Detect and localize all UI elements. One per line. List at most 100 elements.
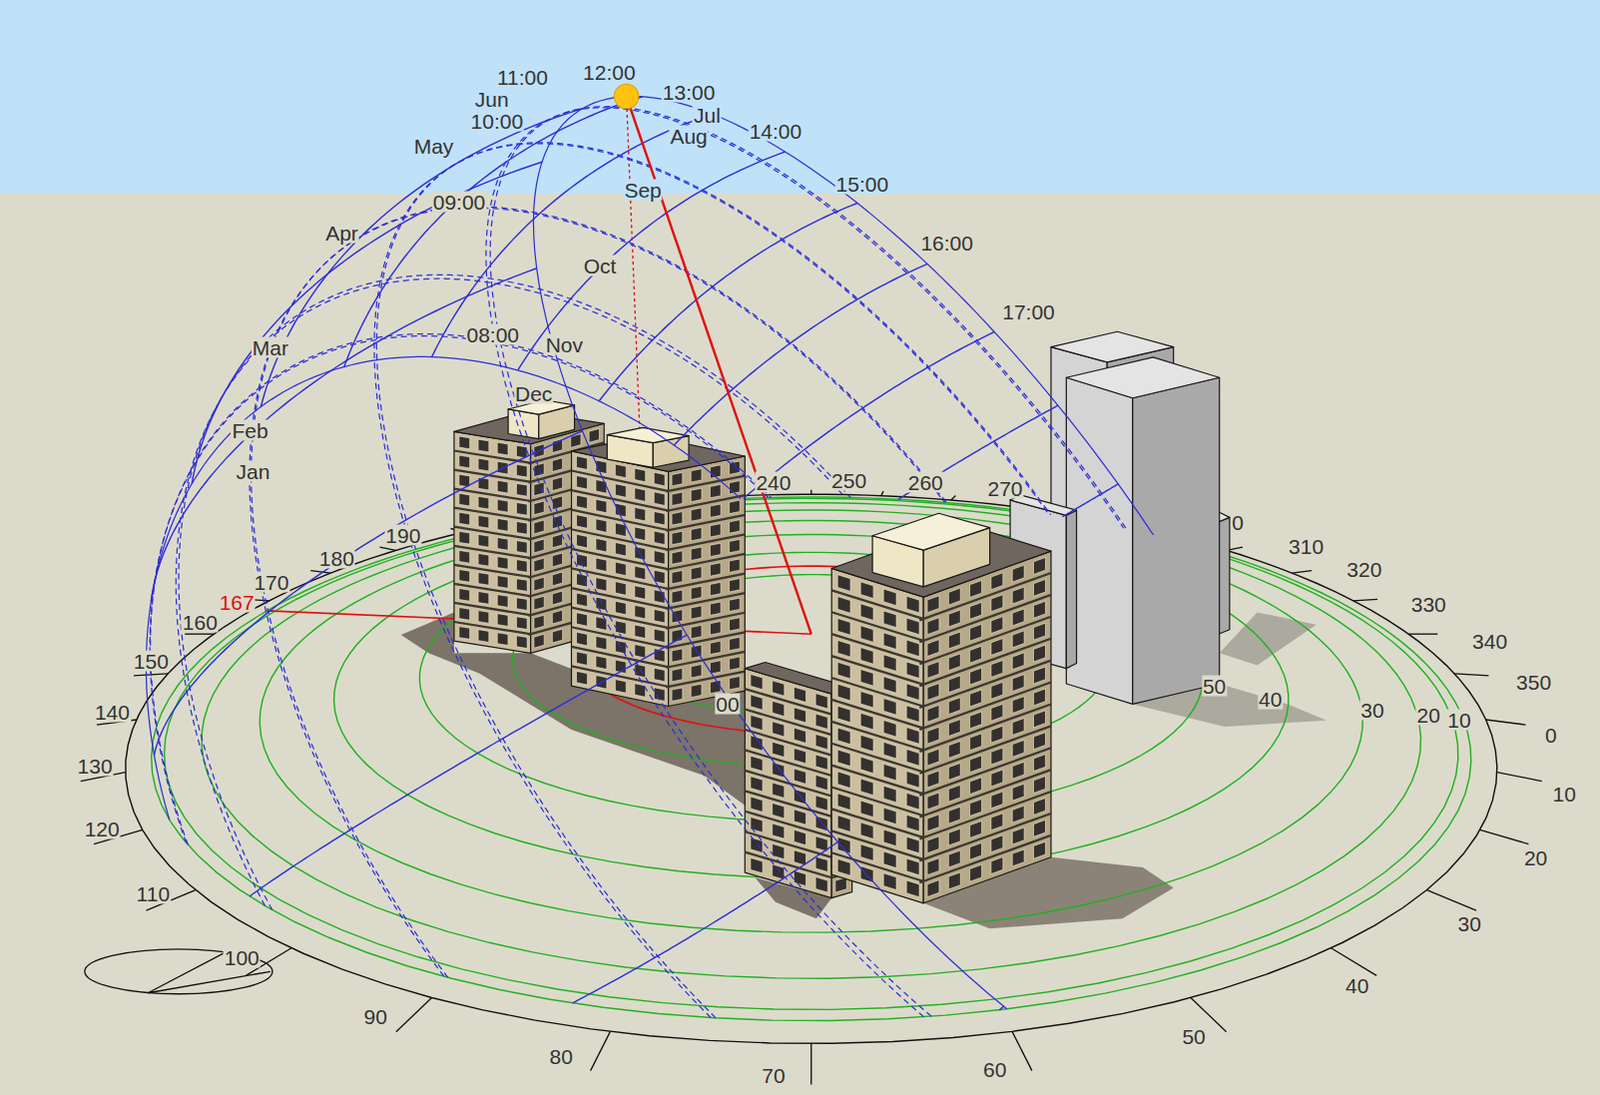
window — [837, 683, 851, 701]
window — [906, 880, 920, 898]
window — [595, 655, 607, 670]
time-label: 17:00 — [1001, 300, 1057, 322]
window — [478, 572, 490, 586]
hour-line — [150, 268, 536, 602]
balcony-slab — [744, 688, 835, 715]
window — [815, 877, 828, 893]
window — [750, 755, 763, 771]
window — [883, 785, 897, 803]
azimuth-label: 260 — [907, 471, 945, 493]
azimuth-label: 40 — [1344, 974, 1370, 996]
window — [927, 726, 940, 744]
window — [750, 776, 763, 792]
sun-ray — [626, 96, 812, 635]
hour-line — [999, 1006, 1004, 1011]
window — [634, 565, 646, 580]
window — [729, 500, 741, 515]
window — [729, 558, 741, 573]
azimuth-tick — [1497, 772, 1543, 782]
window — [690, 508, 702, 523]
window — [837, 661, 851, 679]
balcony-slab — [831, 655, 927, 685]
hour-line — [260, 108, 582, 408]
balcony-slab — [919, 791, 1052, 839]
window — [948, 631, 961, 649]
window — [948, 653, 961, 671]
window — [653, 511, 665, 526]
window — [497, 632, 509, 646]
window — [860, 734, 874, 752]
window — [690, 488, 702, 503]
window — [729, 481, 741, 496]
window — [497, 442, 509, 456]
window — [860, 647, 874, 665]
window — [595, 537, 607, 552]
window — [883, 610, 897, 628]
building-shadow — [1219, 611, 1317, 665]
window — [653, 608, 665, 623]
window — [906, 814, 920, 832]
azimuth-label: 340 — [1471, 630, 1509, 652]
window — [1012, 717, 1025, 735]
window — [576, 592, 588, 607]
window — [459, 607, 471, 621]
month-label: Aug — [668, 124, 708, 146]
window — [793, 707, 806, 723]
window — [729, 656, 741, 671]
window — [1012, 783, 1025, 801]
window — [815, 795, 828, 811]
balcony-slab — [665, 671, 745, 688]
window — [671, 589, 683, 604]
window — [860, 668, 874, 686]
window — [614, 561, 626, 576]
window — [729, 675, 741, 690]
azimuth-label: 240 — [754, 471, 792, 493]
hour-line — [249, 634, 687, 897]
azimuth-tick — [396, 997, 433, 1032]
altitude-ring — [151, 497, 1472, 1022]
window — [860, 603, 874, 621]
date-path — [376, 142, 1051, 1019]
window — [709, 562, 721, 577]
window — [991, 857, 1004, 875]
window — [576, 475, 588, 490]
window — [1034, 754, 1047, 772]
balcony-slab — [744, 709, 835, 736]
window — [595, 499, 607, 514]
window — [653, 628, 665, 643]
window — [551, 609, 562, 624]
window — [516, 521, 528, 534]
window — [576, 533, 588, 548]
window — [516, 540, 528, 554]
window — [883, 719, 897, 737]
window — [927, 595, 940, 613]
altitude-label: 40 — [1257, 688, 1283, 710]
balcony-slab — [919, 725, 1052, 773]
window — [729, 636, 741, 651]
window — [906, 836, 920, 854]
window — [927, 858, 940, 876]
window — [497, 613, 509, 627]
window — [729, 597, 741, 612]
balcony-slab — [454, 489, 534, 503]
month-label: Sep — [622, 179, 662, 201]
window — [595, 519, 607, 534]
window — [970, 645, 983, 663]
context-building-wall — [1066, 377, 1132, 704]
window — [883, 873, 897, 891]
window — [478, 496, 490, 510]
window — [634, 624, 646, 639]
window — [948, 675, 961, 693]
window — [551, 533, 562, 548]
window — [671, 531, 683, 545]
window — [991, 594, 1004, 612]
balcony-slab — [454, 470, 534, 484]
window — [906, 683, 920, 701]
window — [970, 667, 983, 685]
window — [927, 617, 940, 635]
window — [709, 601, 721, 616]
balcony-slab — [831, 633, 927, 663]
window — [1034, 841, 1047, 859]
window — [860, 712, 874, 730]
